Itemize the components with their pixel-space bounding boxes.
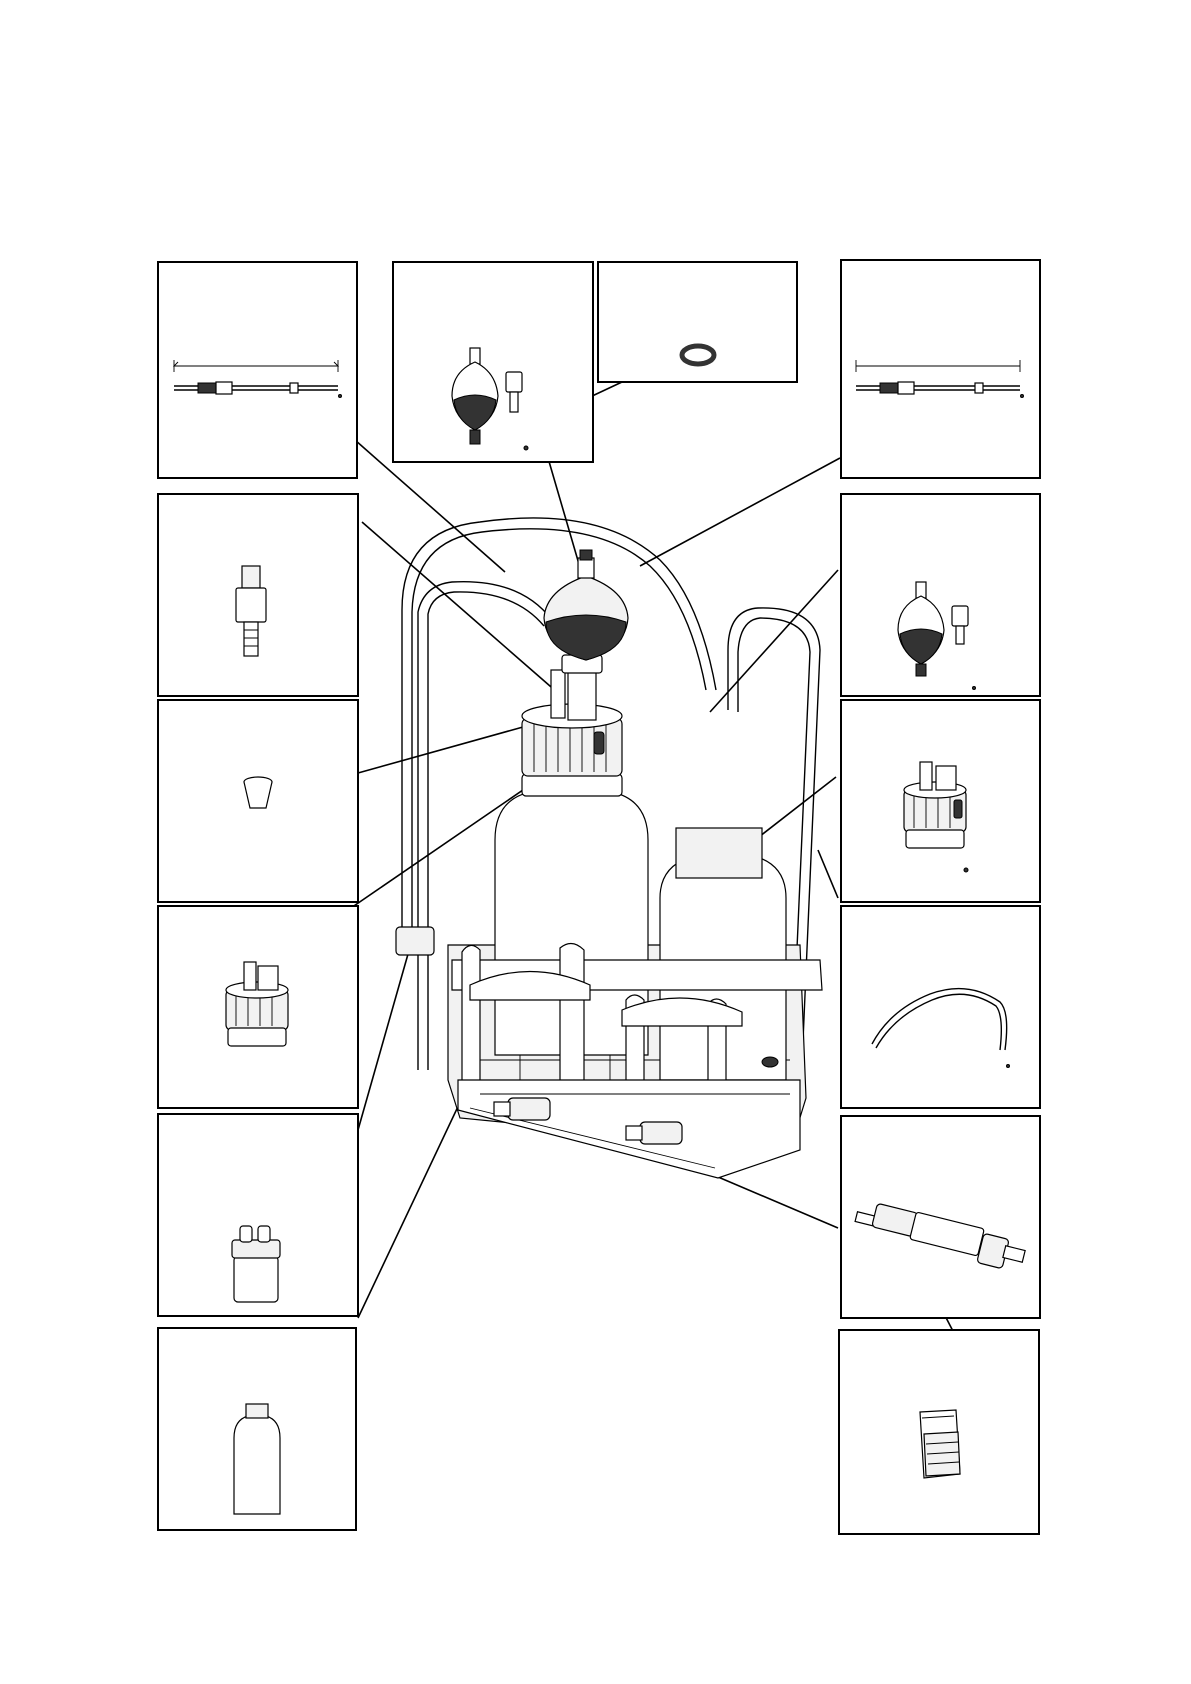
callout-box-cap-right (841, 700, 1040, 902)
callout-box-o-ring (598, 262, 797, 382)
callout-box-stopper (158, 700, 358, 902)
leader-tubing-set-right (640, 458, 840, 566)
stopcock-left (508, 1098, 550, 1120)
callout-box-filter-holder (841, 1116, 1040, 1318)
leader-stopper (358, 720, 548, 773)
callout-box-tubing-set-left (158, 262, 357, 478)
callout-box-tubing-set-right (841, 260, 1040, 478)
callout-box-bulb-pump-right (841, 494, 1040, 696)
leader-tube (818, 850, 838, 898)
callout-box-tube (841, 906, 1040, 1108)
main-assembly (396, 518, 822, 1178)
callout-box-desiccant (839, 1330, 1039, 1534)
callout-box-cap-left (158, 906, 358, 1108)
tube-clamp (396, 927, 434, 955)
callout-box-bulb-pump-top (393, 262, 593, 462)
callout-box-drying-tube (158, 1114, 358, 1316)
stopcock-right (640, 1122, 682, 1144)
leader-connector (362, 522, 558, 693)
small-bottle-cap (676, 828, 762, 878)
leader-cap-right (755, 777, 836, 840)
callout-box-connector (158, 494, 358, 696)
callout-box-bottle (158, 1328, 356, 1530)
leader-filter-holder (358, 940, 412, 1130)
